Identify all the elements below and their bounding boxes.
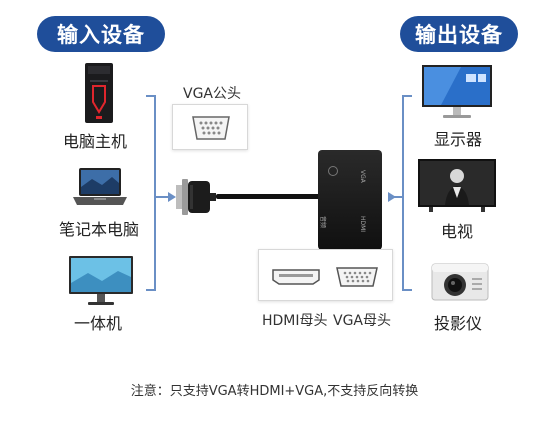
vga-plug-icon <box>176 175 216 223</box>
compatibility-note: 注意：只支持VGA转HDMI+VGA,不支持反向转换 <box>130 384 419 399</box>
desktop-tower-icon <box>84 62 114 128</box>
tv-icon <box>417 158 497 218</box>
projector-icon <box>431 262 489 308</box>
output-device-label: 电视 <box>441 222 474 241</box>
audio-port-icon <box>328 166 338 176</box>
input-device-label: 电脑主机 <box>63 132 128 151</box>
adapter-audio-port-label: 音频 <box>319 216 326 229</box>
output-devices-header: 输出设备 <box>400 16 518 52</box>
adapter-box: VGA HDMI 音频 <box>318 150 382 250</box>
hdmi-port-icon <box>272 269 320 285</box>
all-in-one-pc-icon <box>68 255 134 311</box>
output-arrow-icon <box>388 192 396 202</box>
output-connector-line <box>390 196 402 198</box>
output-device-label: 显示器 <box>434 130 483 149</box>
female-ports-box <box>258 249 393 301</box>
hdmi-female-label: HDMI母头 <box>262 313 328 329</box>
monitor-icon <box>421 64 493 124</box>
vga-port-icon <box>192 116 230 140</box>
input-arrow-icon <box>168 192 176 202</box>
vga-male-label: VGA公头 <box>183 86 242 102</box>
output-device-label: 投影仪 <box>434 314 483 333</box>
input-connector-line <box>156 196 170 198</box>
vga-female-label: VGA母头 <box>333 313 392 329</box>
vga-female-port-icon <box>336 267 378 287</box>
input-devices-header: 输入设备 <box>37 16 165 52</box>
laptop-icon <box>72 167 128 211</box>
adapter-cable <box>216 194 322 199</box>
adapter-vga-port-label: VGA <box>359 170 366 183</box>
input-bracket <box>146 95 156 291</box>
output-bracket <box>402 95 412 291</box>
input-device-label: 笔记本电脑 <box>59 220 140 239</box>
input-device-label: 一体机 <box>74 314 123 333</box>
vga-male-port-box <box>172 104 248 150</box>
adapter-hdmi-port-label: HDMI <box>359 216 366 233</box>
